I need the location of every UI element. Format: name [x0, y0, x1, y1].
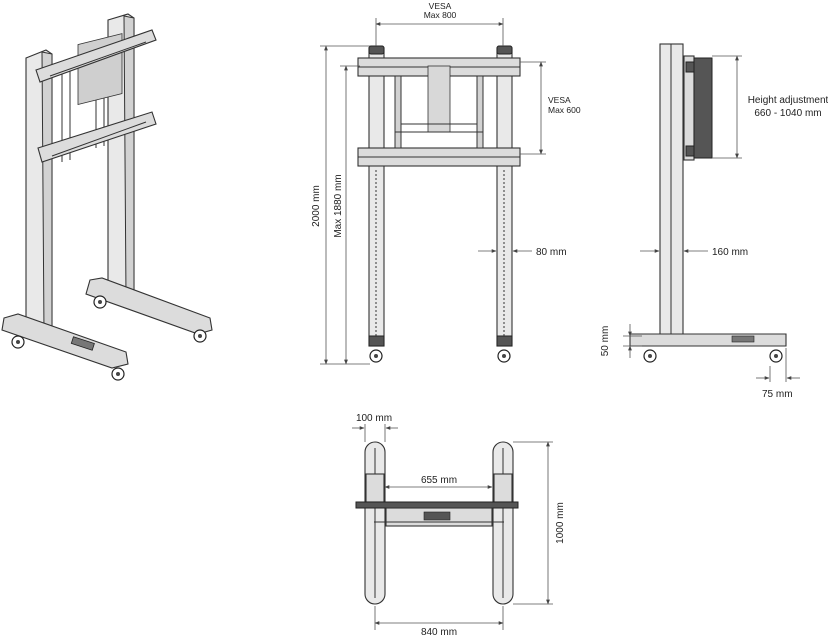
height-adjustment-label-2: 660 - 1040 mm [754, 108, 821, 119]
max-height-label: Max 1880 mm [333, 174, 344, 237]
vesa-side-label-1: VESA [548, 95, 571, 105]
top-crossbar [355, 501, 519, 509]
top-view: 100 mm 655 mm 1000 mm 840 mm [352, 413, 566, 636]
base-depth-label: 1000 mm [555, 502, 566, 544]
base-width-label: 840 mm [421, 627, 457, 636]
inner-span-label: 655 mm [421, 475, 457, 486]
vesa-top-label-1: VESA [429, 1, 452, 11]
front-view: VESA Max 800 VESA Max 600 2000 mm Max 18… [311, 1, 581, 365]
isometric-view [1, 13, 213, 381]
foot-width-label: 100 mm [356, 413, 392, 424]
side-base [629, 333, 787, 347]
height-adjustment-label-1: Height adjustment [748, 95, 828, 106]
iso-back-foot [85, 277, 213, 335]
vesa-top-label-2: Max 800 [424, 10, 457, 20]
side-mount-plate [693, 57, 713, 159]
iso-bottom-rail [37, 111, 157, 163]
front-right-pole [496, 47, 513, 347]
front-left-pole [368, 47, 385, 347]
side-view: Height adjustment 660 - 1040 mm 160 mm 5… [600, 43, 828, 400]
iso-top-rail [35, 29, 157, 83]
wheel-offset-label: 75 mm [762, 389, 793, 400]
foot-clearance-label: 50 mm [600, 326, 611, 357]
vesa-side-label-2: Max 600 [548, 105, 581, 115]
iso-front-foot [1, 313, 129, 369]
pole-width-label: 80 mm [536, 247, 567, 258]
pole-depth-label: 160 mm [712, 247, 748, 258]
total-height-label: 2000 mm [311, 185, 322, 227]
